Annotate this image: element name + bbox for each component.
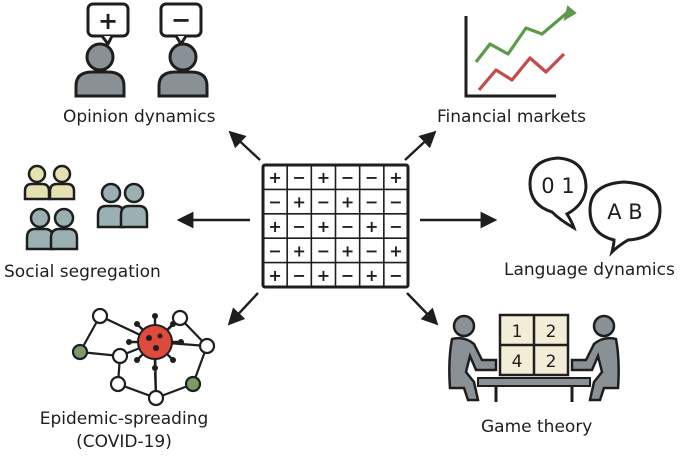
grid-cell-sign: + <box>268 217 281 236</box>
grid-cell-sign: − <box>365 241 378 260</box>
virus-icon <box>126 313 184 371</box>
grid-cell-sign: − <box>317 241 330 260</box>
grid-cell-sign: + <box>293 193 306 212</box>
spin-grid: +−+−−+−+−+−−+−+−+−−+−+−++−+−+− <box>261 163 410 289</box>
arrow-icon <box>227 292 259 326</box>
line-chart-icon <box>464 5 577 98</box>
label-social-segregation: Social segregation <box>4 262 161 282</box>
opinion-dynamics-icon: + − <box>74 2 209 98</box>
person-icon <box>157 42 209 98</box>
grid-cell-sign: − <box>389 193 402 212</box>
label-opinion-dynamics: Opinion dynamics <box>63 107 216 127</box>
grid-cell-sign: − <box>293 217 306 236</box>
segregation-icon <box>23 164 149 251</box>
label-financial-markets: Financial markets <box>437 107 587 127</box>
grid-cell-sign: + <box>389 241 402 260</box>
board-cell: 2 <box>546 322 557 342</box>
grid-cell-sign: − <box>341 217 354 236</box>
grid-cell-sign: + <box>317 168 330 187</box>
grid-cell-sign: − <box>389 266 402 285</box>
label-language-dynamics: Language dynamics <box>504 260 675 280</box>
board-cell: 1 <box>512 322 523 342</box>
grid-cell-sign: + <box>389 168 402 187</box>
grid-cell-sign: + <box>341 193 354 212</box>
board-cell: 4 <box>512 352 523 372</box>
players-table-icon: 1 2 4 2 <box>448 313 620 402</box>
arrow-icon <box>406 292 439 326</box>
person-icon <box>74 42 126 98</box>
arrow-icon <box>228 130 261 161</box>
grid-cell-sign: + <box>317 217 330 236</box>
board-cell: 2 <box>546 352 557 372</box>
person-icon <box>23 164 51 201</box>
grid-cell-sign: − <box>341 266 354 285</box>
grid-cell-sign: − <box>268 193 281 212</box>
person-icon <box>25 207 55 251</box>
label-epidemic-line1: Epidemic-spreading <box>39 409 209 429</box>
person-icon <box>96 182 126 229</box>
arrow-icon <box>404 130 437 161</box>
grid-cell-sign: − <box>293 266 306 285</box>
grid-cell-sign: + <box>341 241 354 260</box>
person-icon <box>49 207 79 251</box>
grid-cell-sign: − <box>365 168 378 187</box>
grid-cell-sign: − <box>317 193 330 212</box>
grid-cell-sign: + <box>317 266 330 285</box>
label-game-theory: Game theory <box>481 417 593 437</box>
grid-cell-sign: + <box>268 266 281 285</box>
minus-bubble-icon: − <box>159 2 203 46</box>
grid-cell-sign: − <box>293 168 306 187</box>
bubble-right-text: A B <box>607 200 642 224</box>
grid-cell-sign: − <box>389 217 402 236</box>
grid-cell-sign: + <box>268 168 281 187</box>
bubble-left-text: 0 1 <box>541 174 574 198</box>
grid-cell-sign: − <box>341 168 354 187</box>
person-icon <box>48 164 76 201</box>
speech-bubble-icon: A B <box>588 180 662 257</box>
grid-cell-sign: − <box>268 241 281 260</box>
grid-cell-sign: + <box>365 266 378 285</box>
grid-cell-sign: − <box>365 193 378 212</box>
speech-bubble-icon: 0 1 <box>528 156 588 232</box>
plus-sign: + <box>98 7 118 35</box>
label-epidemic-line2: (COVID-19) <box>76 432 172 452</box>
grid-cell-sign: + <box>365 217 378 236</box>
network-icon <box>71 307 216 407</box>
grid-cell-sign: + <box>293 241 306 260</box>
plus-bubble-icon: + <box>86 2 130 46</box>
person-icon <box>119 182 149 229</box>
minus-sign: − <box>171 6 191 34</box>
